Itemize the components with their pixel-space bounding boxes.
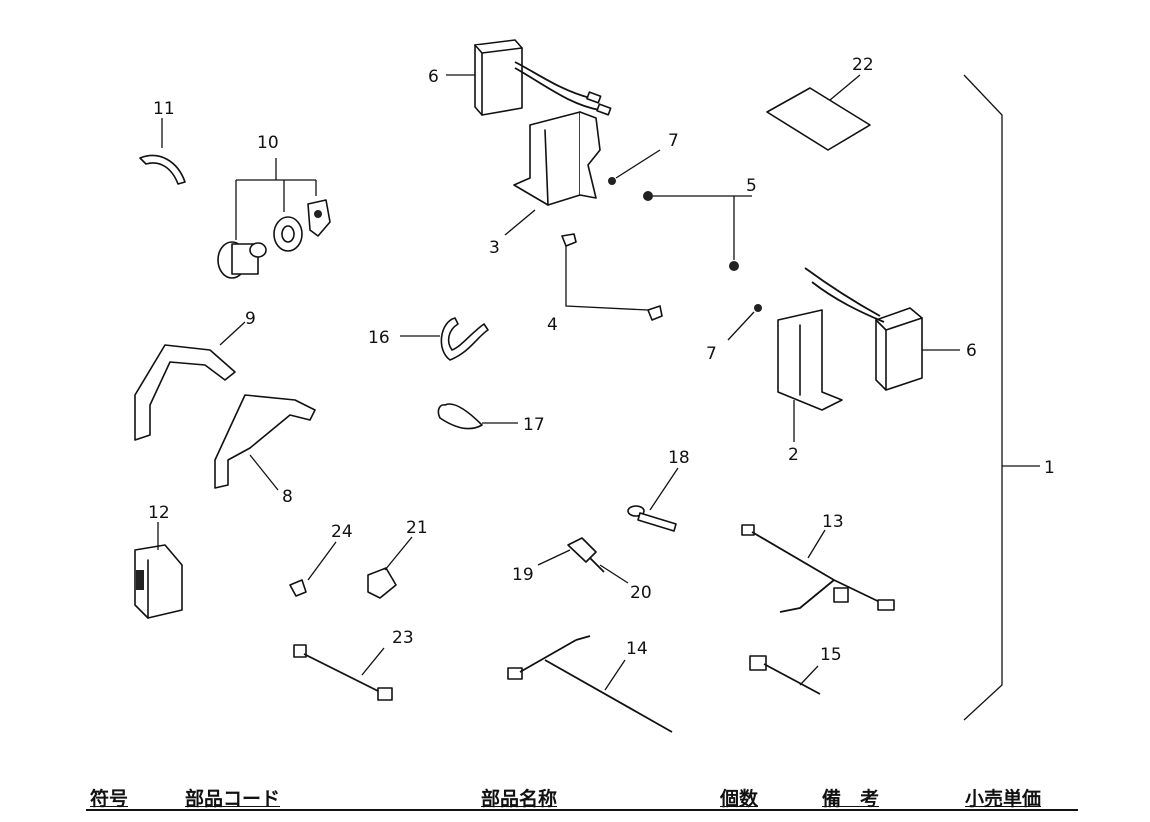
callout-24: 24 bbox=[331, 522, 353, 542]
callout-23: 23 bbox=[392, 628, 414, 648]
callout-21: 21 bbox=[406, 518, 428, 538]
header-rule bbox=[86, 809, 1078, 811]
header-symbol: 符号 bbox=[90, 788, 129, 810]
part-14-harness bbox=[507, 635, 673, 733]
callout-2: 2 bbox=[788, 445, 799, 465]
callout-7-upper: 7 bbox=[668, 131, 679, 151]
header-quantity: 個数 bbox=[720, 788, 759, 810]
callout-11: 11 bbox=[153, 99, 175, 119]
part-6-box-upper bbox=[474, 39, 612, 116]
callout-14: 14 bbox=[626, 639, 648, 659]
part-10-switch-assembly bbox=[217, 158, 331, 279]
part-3-bracket bbox=[513, 111, 601, 206]
header-part-name: 部品名称 bbox=[481, 788, 558, 810]
part-6-box-right bbox=[804, 267, 923, 391]
callout-9: 9 bbox=[245, 309, 256, 329]
part-24-clip bbox=[289, 579, 307, 597]
parts-diagram: 1 2 3 4 5 6 6 7 7 8 9 10 11 12 13 14 15 … bbox=[134, 39, 1055, 733]
callout-6-upper: 6 bbox=[428, 67, 439, 87]
callout-20: 20 bbox=[630, 583, 652, 603]
callout-12: 12 bbox=[148, 503, 170, 523]
part-17-cable-tie bbox=[437, 403, 483, 430]
header-retail-price: 小売単価 bbox=[965, 788, 1042, 810]
header-remarks: 備 考 bbox=[822, 788, 880, 810]
callout-13: 13 bbox=[822, 512, 844, 532]
part-16-cable-tie bbox=[440, 317, 489, 361]
part-7-nut-upper bbox=[608, 177, 616, 185]
part-5-screw-a bbox=[643, 191, 653, 201]
part-2-bracket bbox=[777, 309, 843, 411]
part-7-nut-lower bbox=[754, 304, 762, 312]
part-18-ring-terminal bbox=[627, 505, 677, 532]
part-12-relay bbox=[134, 544, 183, 619]
part-21-holder bbox=[367, 567, 397, 599]
part-23-harness bbox=[293, 644, 393, 701]
part-4-bolt-a bbox=[561, 233, 577, 247]
callout-22: 22 bbox=[852, 55, 874, 75]
part-19-fuse-holder bbox=[567, 537, 597, 563]
part-9-bracket bbox=[134, 344, 236, 441]
callout-4: 4 bbox=[547, 315, 558, 335]
part-13-harness bbox=[741, 524, 895, 613]
callout-19: 19 bbox=[512, 565, 534, 585]
callout-6-right: 6 bbox=[966, 341, 977, 361]
header-part-code: 部品コード bbox=[185, 788, 281, 810]
part-11-arc bbox=[139, 154, 186, 185]
callout-15: 15 bbox=[820, 645, 842, 665]
callout-16: 16 bbox=[368, 328, 390, 348]
part-8-bracket bbox=[214, 394, 316, 489]
callout-8: 8 bbox=[282, 487, 293, 507]
part-15-harness bbox=[749, 655, 821, 695]
callout-18: 18 bbox=[668, 448, 690, 468]
part-4-bolt-b bbox=[647, 305, 663, 321]
callout-7-lower: 7 bbox=[706, 344, 717, 364]
callout-1: 1 bbox=[1044, 458, 1055, 478]
callout-17: 17 bbox=[523, 415, 545, 435]
callout-3: 3 bbox=[489, 238, 500, 258]
part-5-screw-b bbox=[729, 261, 739, 271]
callout-5: 5 bbox=[746, 176, 757, 196]
part-22-plate bbox=[766, 87, 871, 151]
group-bracket bbox=[963, 74, 1003, 721]
parts-table-header: 符号 部品コード 部品名称 個数 備 考 小売単価 bbox=[0, 778, 1150, 818]
callout-10: 10 bbox=[257, 133, 279, 153]
